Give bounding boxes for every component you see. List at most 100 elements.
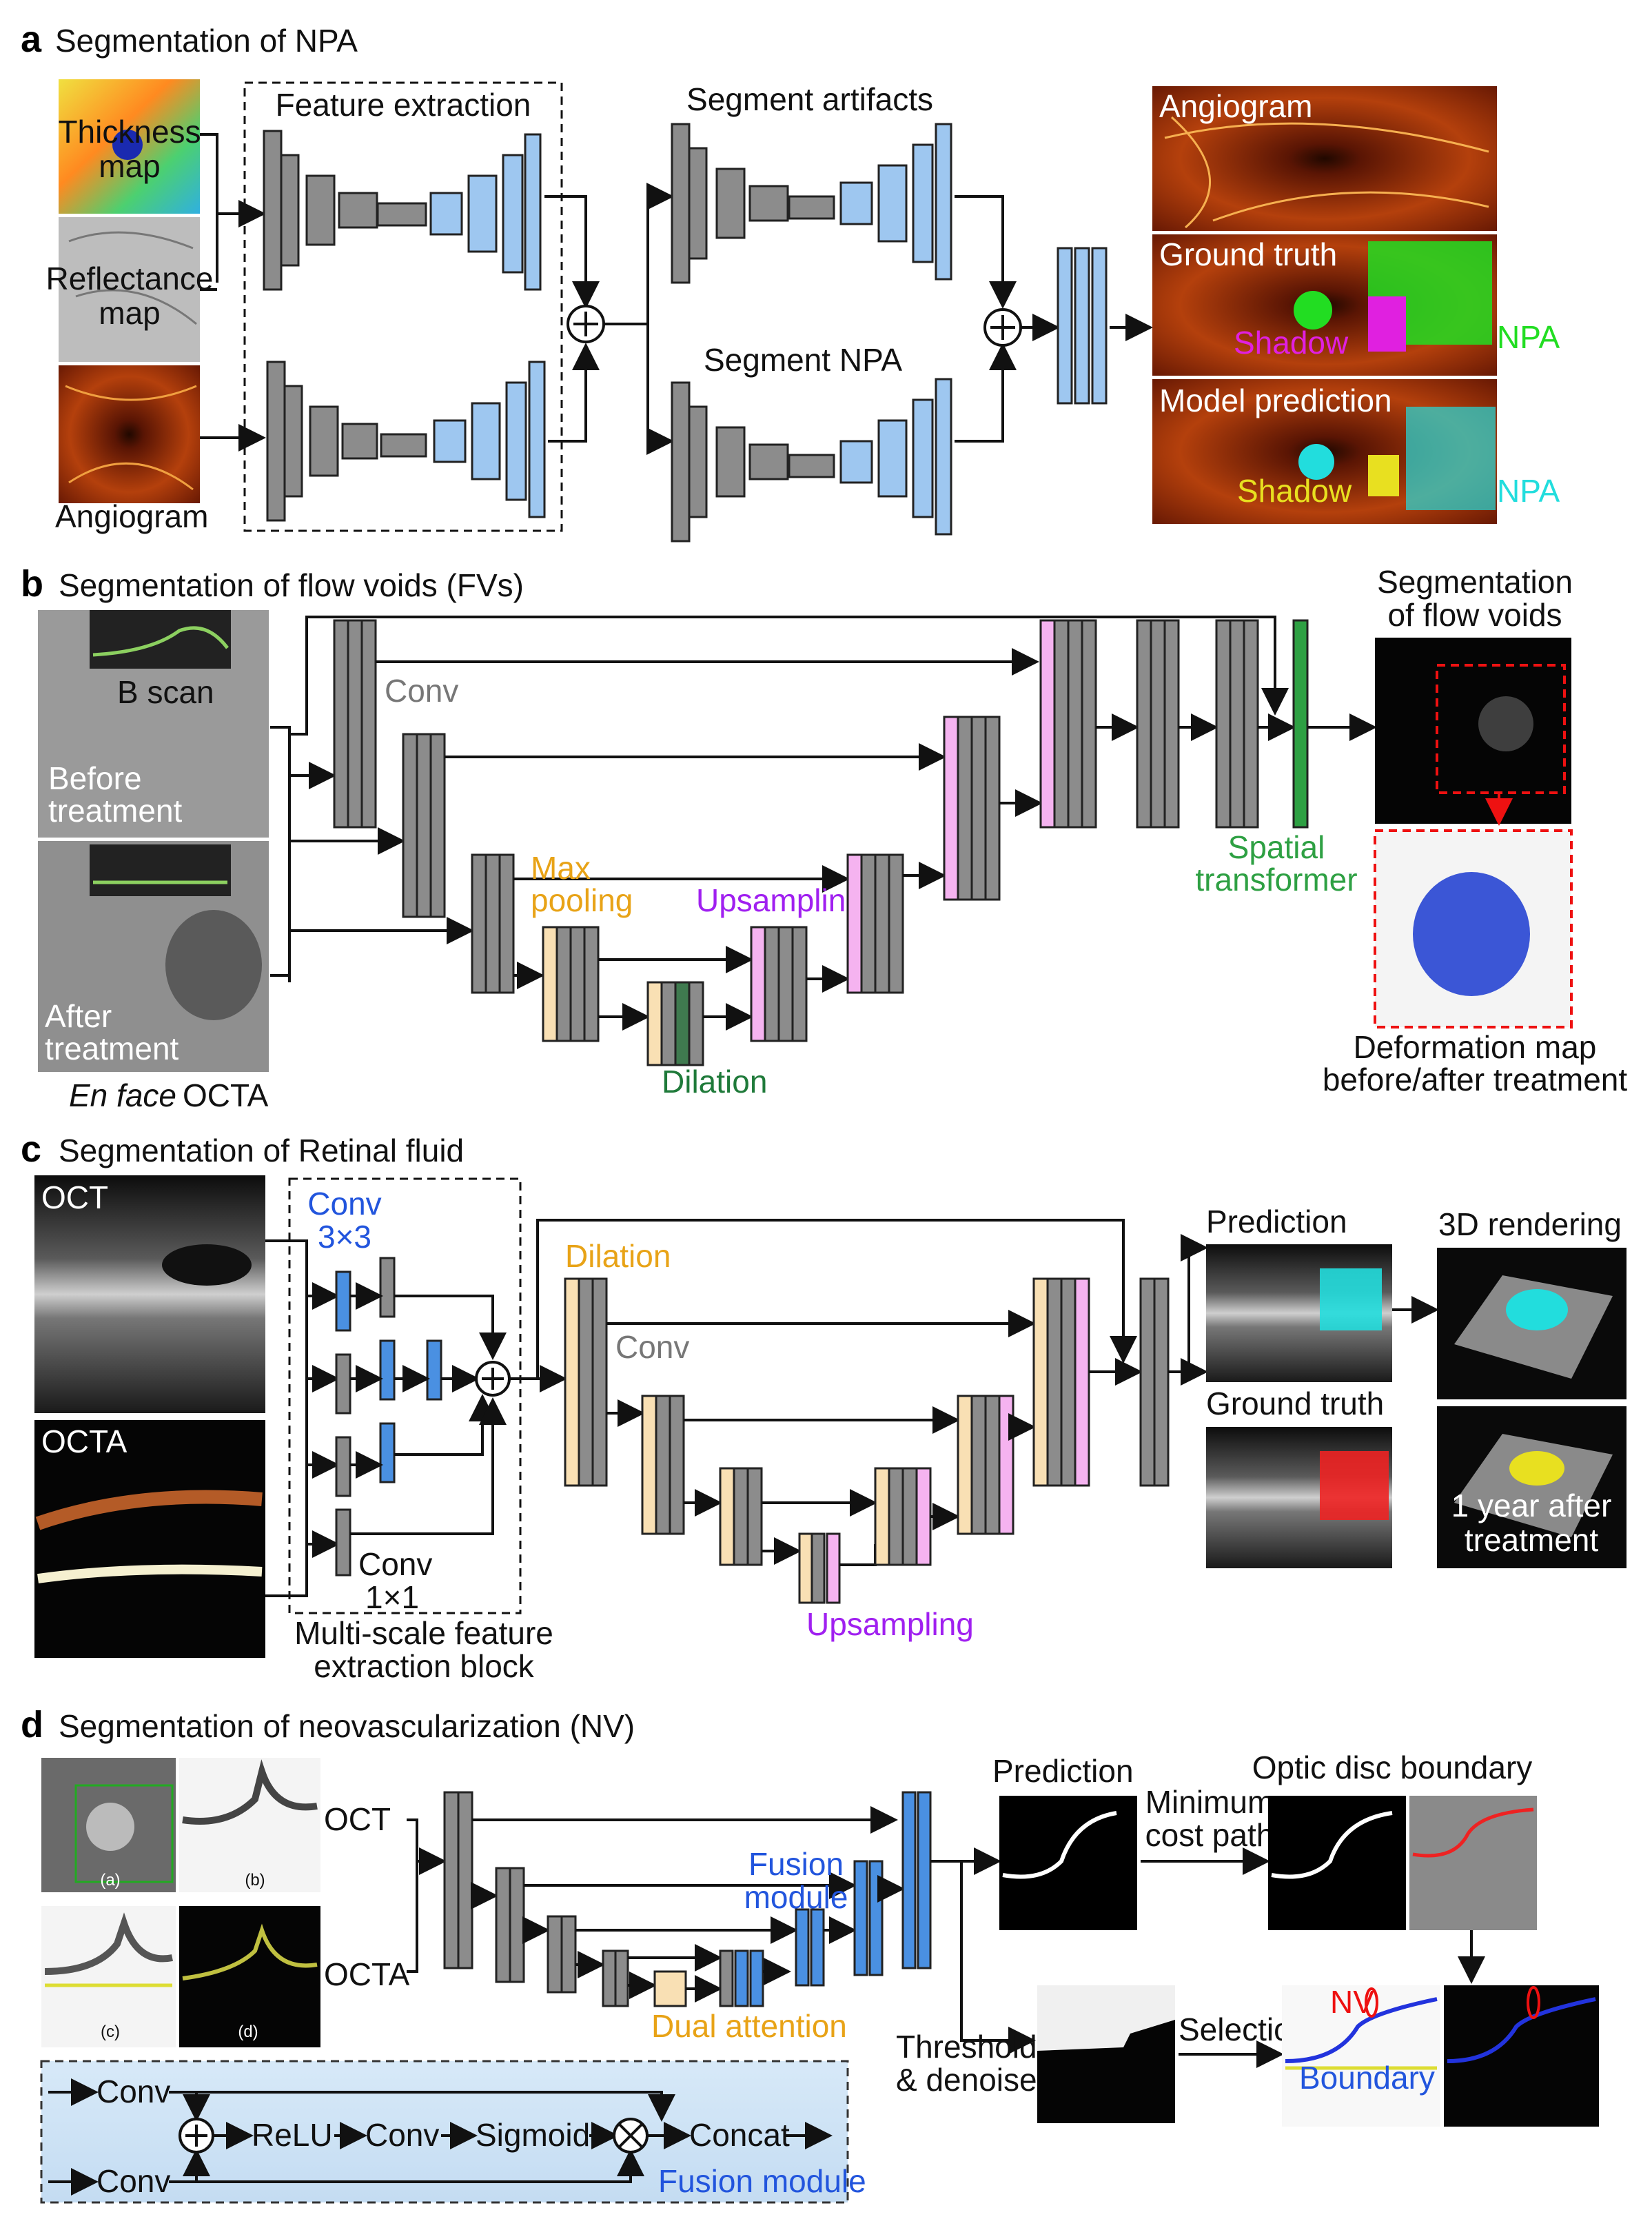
- rf-enc3: [719, 1467, 763, 1566]
- bscan-inset-after: [90, 844, 231, 896]
- angiogram-input-label: Angiogram: [55, 498, 208, 534]
- nv-result-octa: [1444, 1985, 1599, 2127]
- nv-dec4: [901, 1791, 932, 1969]
- fv-enc1: [333, 619, 377, 829]
- fe-net-bottom: [266, 361, 546, 522]
- oct-seg-image: [41, 1906, 176, 2047]
- oct-bscan-image: [179, 1758, 320, 1892]
- fm-conv-2: Conv: [96, 2163, 170, 2199]
- prediction-label-c: Prediction: [1206, 1204, 1347, 1239]
- pred-npa-label: NPA: [1497, 473, 1560, 509]
- nv-result-oct: [1282, 1985, 1440, 2127]
- artifact-net: [671, 123, 952, 284]
- render-label: 3D rendering: [1438, 1206, 1622, 1242]
- pred-label: Model prediction: [1159, 383, 1392, 418]
- multiscale-block: [288, 1177, 522, 1614]
- panel-d-letter: d: [21, 1704, 43, 1745]
- rf-enc2: [641, 1395, 685, 1535]
- dilation-label-c: Dilation: [565, 1238, 671, 1274]
- deform-label-1: Deformation map: [1354, 1029, 1597, 1065]
- sub-b: (b): [245, 1871, 265, 1889]
- panel-a: a Segmentation of NPA Thickness map Refl…: [21, 19, 1560, 543]
- sub-d: (d): [238, 2023, 258, 2041]
- dual-attention-block: [653, 1970, 687, 2007]
- feature-extraction-label: Feature extraction: [276, 87, 531, 123]
- angiogram-input-image: [59, 365, 200, 503]
- deform-label-2: before/after treatment: [1323, 1062, 1628, 1097]
- conv1-label-2: 1×1: [365, 1579, 419, 1615]
- fv-head2: [1215, 619, 1259, 829]
- oct-label-d: OCT: [324, 1801, 391, 1837]
- enface-octa-label: OCTA: [183, 1077, 269, 1113]
- panel-a-title: Segmentation of NPA: [55, 23, 358, 59]
- conv1-label-1: Conv: [358, 1546, 432, 1582]
- mincost-label-2: cost path: [1145, 1817, 1274, 1853]
- fe-net-top: [263, 130, 542, 291]
- rf-dec2: [957, 1395, 1014, 1535]
- panel-c-letter: c: [21, 1128, 41, 1170]
- upsampling-label-c: Upsampling: [806, 1606, 974, 1642]
- nv-enc3: [547, 1915, 577, 1994]
- fv-dec2: [846, 853, 904, 994]
- prediction-image-d: [999, 1796, 1137, 1930]
- after-label-1: After: [45, 998, 112, 1034]
- nv-enc1: [443, 1791, 473, 1969]
- output-head-a: [1057, 247, 1108, 405]
- fm-sigmoid: Sigmoid: [476, 2117, 590, 2153]
- nv-dec3: [853, 1860, 884, 1976]
- out-angiogram-label: Angiogram: [1159, 88, 1312, 124]
- segfv-roi: [1436, 664, 1566, 794]
- threshold-label-2: & denoise: [896, 2062, 1037, 2098]
- before-label-2: treatment: [48, 793, 183, 829]
- conv-label-c: Conv: [615, 1329, 689, 1365]
- sub-c: (c): [101, 2023, 120, 2041]
- maxpool-label-2: pooling: [531, 882, 633, 918]
- mincost-label-1: Minimum: [1145, 1784, 1274, 1820]
- after-label-c-2: treatment: [1465, 1522, 1599, 1558]
- gt-npa-label: NPA: [1497, 319, 1560, 355]
- thickness-map-label-1: Thickness: [58, 114, 201, 150]
- out-angiogram-image: [1152, 86, 1497, 231]
- nv-enc2: [495, 1867, 525, 1983]
- rf-dec1: [874, 1467, 932, 1566]
- before-label-1: Before: [48, 760, 142, 796]
- dilation-label-b: Dilation: [662, 1064, 767, 1100]
- after-label-c-1: 1 year after: [1451, 1488, 1612, 1523]
- spatial-transformer-block: [1292, 619, 1309, 829]
- fv-dec4: [1039, 619, 1097, 829]
- gt-label: Ground truth: [1159, 236, 1337, 272]
- segfv-label-2: of flow voids: [1387, 597, 1562, 633]
- enface-label: En face: [69, 1077, 176, 1113]
- nv-label: NV: [1330, 1984, 1374, 2020]
- fm-label: Fusion module: [658, 2163, 866, 2199]
- reflectance-label-2: map: [99, 295, 160, 331]
- gt-shadow-label: Shadow: [1234, 325, 1349, 361]
- thickness-fovea: [112, 130, 143, 160]
- nv-enc4: [602, 1949, 629, 2007]
- feature-extraction-box: [243, 81, 563, 532]
- panel-b: b Segmentation of flow voids (FVs) B sca…: [21, 563, 1627, 1113]
- fusion-module-box: [40, 2060, 849, 2204]
- panel-d: d Segmentation of neovascularization (NV…: [21, 1704, 1599, 2204]
- panel-b-letter: b: [21, 563, 43, 605]
- panel-a-letter: a: [21, 19, 42, 60]
- fv-dec1: [750, 926, 808, 1042]
- ms-branch4: [335, 1397, 507, 1577]
- segment-artifacts-label: Segment artifacts: [686, 81, 933, 117]
- fm-conv-1: Conv: [96, 2074, 170, 2109]
- fm-relu: ReLU: [252, 2117, 333, 2153]
- optic-overlay-image: [1409, 1796, 1537, 1930]
- msblock-label-1: Multi-scale feature: [294, 1615, 553, 1651]
- segfv-image: [1375, 638, 1571, 824]
- fv-enc4: [542, 926, 600, 1042]
- ms-branch1: [335, 1257, 507, 1360]
- reflectance-label-1: Reflectance: [46, 261, 214, 296]
- rf-bottleneck: [798, 1532, 841, 1604]
- gt-label-c: Ground truth: [1206, 1386, 1384, 1421]
- panel-d-title: Segmentation of neovascularization (NV): [59, 1708, 635, 1744]
- msblock-label-2: extraction block: [314, 1648, 535, 1684]
- oct-input-image: [34, 1175, 265, 1413]
- fm-concat: Concat: [689, 2117, 790, 2153]
- panel-c-title: Segmentation of Retinal fluid: [59, 1133, 464, 1168]
- dual-attention-label: Dual attention: [651, 2008, 847, 2044]
